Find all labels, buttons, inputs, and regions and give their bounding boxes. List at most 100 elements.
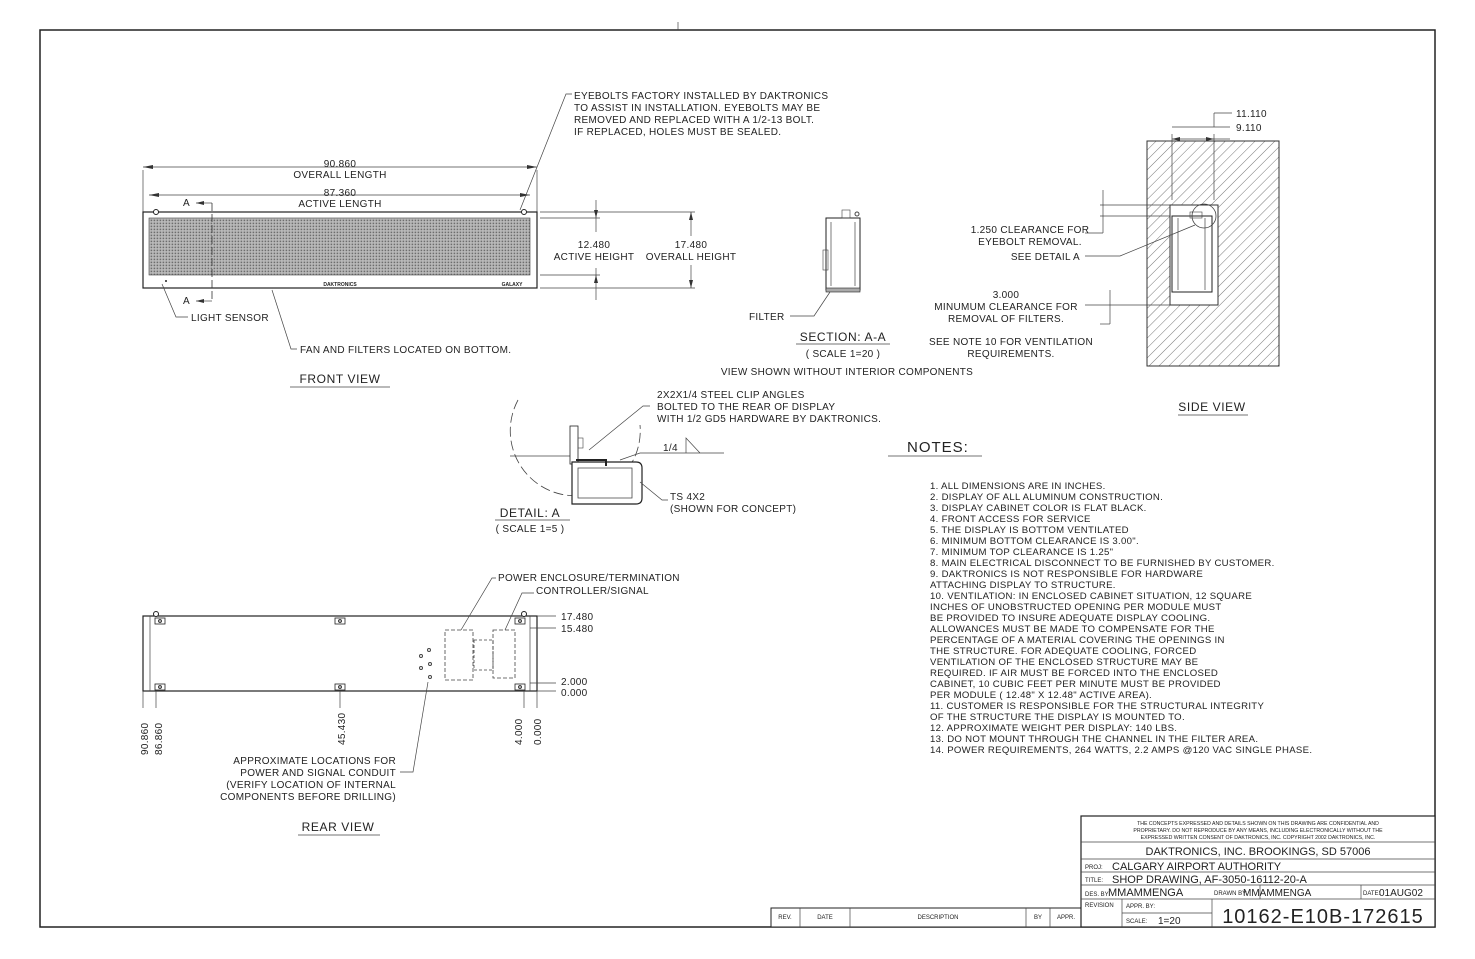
section-view-note: VIEW SHOWN WITHOUT INTERIOR COMPONENTS	[721, 367, 973, 378]
brand-right: GALAXY	[502, 282, 524, 288]
note-line: 1. ALL DIMENSIONS ARE IN INCHES.	[930, 481, 1106, 492]
revision-label: REVISION	[1085, 903, 1114, 909]
controller-label: CONTROLLER/SIGNAL	[536, 586, 649, 597]
section-mark-bottom: A	[183, 296, 190, 307]
detail-scale: ( SCALE 1=5 )	[496, 524, 565, 535]
clip-angle	[154, 683, 166, 691]
section-mark-top: A	[183, 198, 190, 209]
drawing-date: 01AUG02	[1379, 888, 1423, 899]
front-view-title: FRONT VIEW	[299, 372, 380, 386]
note-line: OF THE STRUCTURE THE DISPLAY IS MOUNTED …	[930, 712, 1185, 723]
note-line: INCHES OF UNOBSTRUCTED OPENING PER MODUL…	[930, 602, 1222, 613]
rear-dim-bottom-2: 86.860	[154, 722, 165, 755]
conduit-note-3: (VERIFY LOCATION OF INTERNAL	[226, 780, 396, 791]
clip-angle	[334, 683, 346, 691]
detail-a-circle	[1191, 203, 1217, 229]
note-line: REQUIRED. IF AIR MUST BE FORCED INTO THE…	[930, 668, 1218, 679]
clip-angle	[334, 617, 346, 625]
filter-label: FILTER	[749, 312, 785, 323]
eyebolt-note-3: REMOVED AND REPLACED WITH A 1/2-13 BOLT.	[574, 115, 814, 126]
note-line: 12. APPROXIMATE WEIGHT PER DISPLAY: 140 …	[930, 723, 1177, 734]
scale-label: SCALE:	[1126, 919, 1148, 925]
eyebolt-clearance-2: EYEBOLT REMOVAL.	[978, 237, 1082, 248]
ts-note-1: TS 4X2	[670, 492, 705, 503]
rear-dim-bottom-4: 4.000	[514, 718, 525, 745]
bolt-icon	[338, 685, 342, 689]
disclaimer-2: PROPRIETARY. DO NOT REPRODUCE BY ANY MEA…	[1133, 828, 1383, 834]
note-line: 4. FRONT ACCESS FOR SERVICE	[930, 514, 1091, 525]
note-line: 11. CUSTOMER IS RESPONSIBLE FOR THE STRU…	[930, 701, 1264, 712]
conduit-note-4: COMPONENTS BEFORE DRILLING)	[220, 792, 396, 803]
filter-clearance-3: REMOVAL OF FILTERS.	[948, 314, 1064, 325]
drawing-scale: 1=20	[1158, 916, 1181, 927]
by-header: BY	[1034, 915, 1042, 921]
des-label: DES. BY:	[1085, 892, 1110, 898]
notes-block: NOTES: 1. ALL DIMENSIONS ARE IN INCHES.2…	[888, 439, 1312, 756]
detail-title: DETAIL: A	[500, 506, 561, 520]
note-line: 7. MINIMUM TOP CLEARANCE IS 1.25"	[930, 547, 1113, 558]
note-line: 5. THE DISPLAY IS BOTTOM VENTILATED	[930, 525, 1129, 536]
title-label: TITLE:	[1085, 878, 1103, 884]
rear-dim-right-4: 0.000	[561, 688, 588, 699]
power-enclosure	[444, 629, 474, 681]
led-active-area	[148, 217, 531, 276]
active-length-value: 87.360	[324, 188, 357, 199]
note-line: 13. DO NOT MOUNT THROUGH THE CHANNEL IN …	[930, 734, 1258, 745]
eyebolt-note-2: TO ASSIST IN INSTALLATION. EYEBOLTS MAY …	[574, 103, 820, 114]
appr-label: APPR. BY:	[1126, 904, 1155, 910]
clip-angle	[514, 683, 526, 691]
note-line: PERCENTAGE OF A MATERIAL COVERING THE OP…	[930, 635, 1225, 646]
eyebolt-left-icon	[153, 209, 159, 215]
clip-angle	[514, 617, 526, 625]
overall-height-value: 17.480	[675, 240, 708, 251]
rear-view-title: REAR VIEW	[302, 820, 375, 834]
clip-note-1: 2X2X1/4 STEEL CLIP ANGLES	[657, 390, 805, 401]
rear-dim-bottom-3: 45.430	[337, 712, 348, 745]
overall-length-value: 90.860	[324, 159, 357, 170]
note-line: ATTACHING DISPLAY TO STRUCTURE.	[930, 580, 1116, 591]
rear-dim-right-1: 17.480	[561, 612, 594, 623]
proj-label: PROJ:	[1085, 865, 1103, 871]
rear-dim-right-3: 2.000	[561, 677, 588, 688]
filter-clearance-1: 3.000	[993, 290, 1020, 301]
note-line: VENTILATION OF THE ENCLOSED STRUCTURE MA…	[930, 657, 1198, 668]
rear-cabinet	[142, 615, 538, 692]
eyebolt-note-4: IF REPLACED, HOLES MUST BE SEALED.	[574, 127, 781, 138]
vent-note-1: SEE NOTE 10 FOR VENTILATION	[929, 337, 1093, 348]
see-detail-a: SEE DETAIL A	[1011, 252, 1080, 263]
revision-block: REV. DATE DESCRIPTION BY APPR.	[770, 907, 1082, 928]
drafter: MMAMMENGA	[1243, 888, 1312, 899]
conduit-note-1: APPROXIMATE LOCATIONS FOR	[233, 756, 396, 767]
side-dim-outer: 11.110	[1236, 109, 1267, 120]
conduit-note-2: POWER AND SIGNAL CONDUIT	[240, 768, 396, 779]
section-title: SECTION: A-A	[800, 330, 887, 344]
note-line: 8. MAIN ELECTRICAL DISCONNECT TO BE FURN…	[930, 558, 1275, 569]
filter-clearance-2: MINUMUM CLEARANCE FOR	[934, 302, 1078, 313]
note-line: 10. VENTILATION: IN ENCLOSED CABINET SIT…	[930, 591, 1252, 602]
note-line: 9. DAKTRONICS IS NOT RESPONSIBLE FOR HAR…	[930, 569, 1203, 580]
note-line: 14. POWER REQUIREMENTS, 264 WATTS, 2.2 A…	[930, 745, 1312, 756]
section-scale: ( SCALE 1=20 )	[806, 349, 881, 360]
note-line: 6. MINIMUM BOTTOM CLEARANCE IS 3.00".	[930, 536, 1139, 547]
rev-header: REV.	[778, 915, 792, 921]
side-dim-inner: 9.110	[1236, 123, 1262, 134]
side-view-title: SIDE VIEW	[1178, 400, 1245, 414]
drawing-number: 10162-E10B-172615	[1222, 906, 1424, 928]
detail-boundary	[509, 399, 641, 497]
eyebolt-note-1: EYEBOLTS FACTORY INSTALLED BY DAKTRONICS	[574, 91, 828, 102]
rear-dim-right-2: 15.480	[561, 624, 594, 635]
clip-note-3: WITH 1/2 GD5 HARDWARE BY DAKTRONICS.	[657, 414, 881, 425]
note-line: 2. DISPLAY OF ALL ALUMINUM CONSTRUCTION.	[930, 492, 1163, 503]
designer: MMAMMENGA	[1108, 887, 1184, 899]
vent-note-2: REQUIREMENTS.	[967, 349, 1054, 360]
bolt-icon	[338, 619, 342, 623]
ts-tube	[571, 461, 643, 505]
appr-header: APPR.	[1057, 915, 1075, 921]
bolt-icon	[158, 685, 162, 689]
active-length-label: ACTIVE LENGTH	[298, 199, 381, 210]
note-line: BE PROVIDED TO INSURE ADEQUATE DISPLAY C…	[930, 613, 1210, 624]
sheet-border	[39, 29, 1436, 928]
fan-filter-note: FAN AND FILTERS LOCATED ON BOTTOM.	[300, 345, 511, 356]
